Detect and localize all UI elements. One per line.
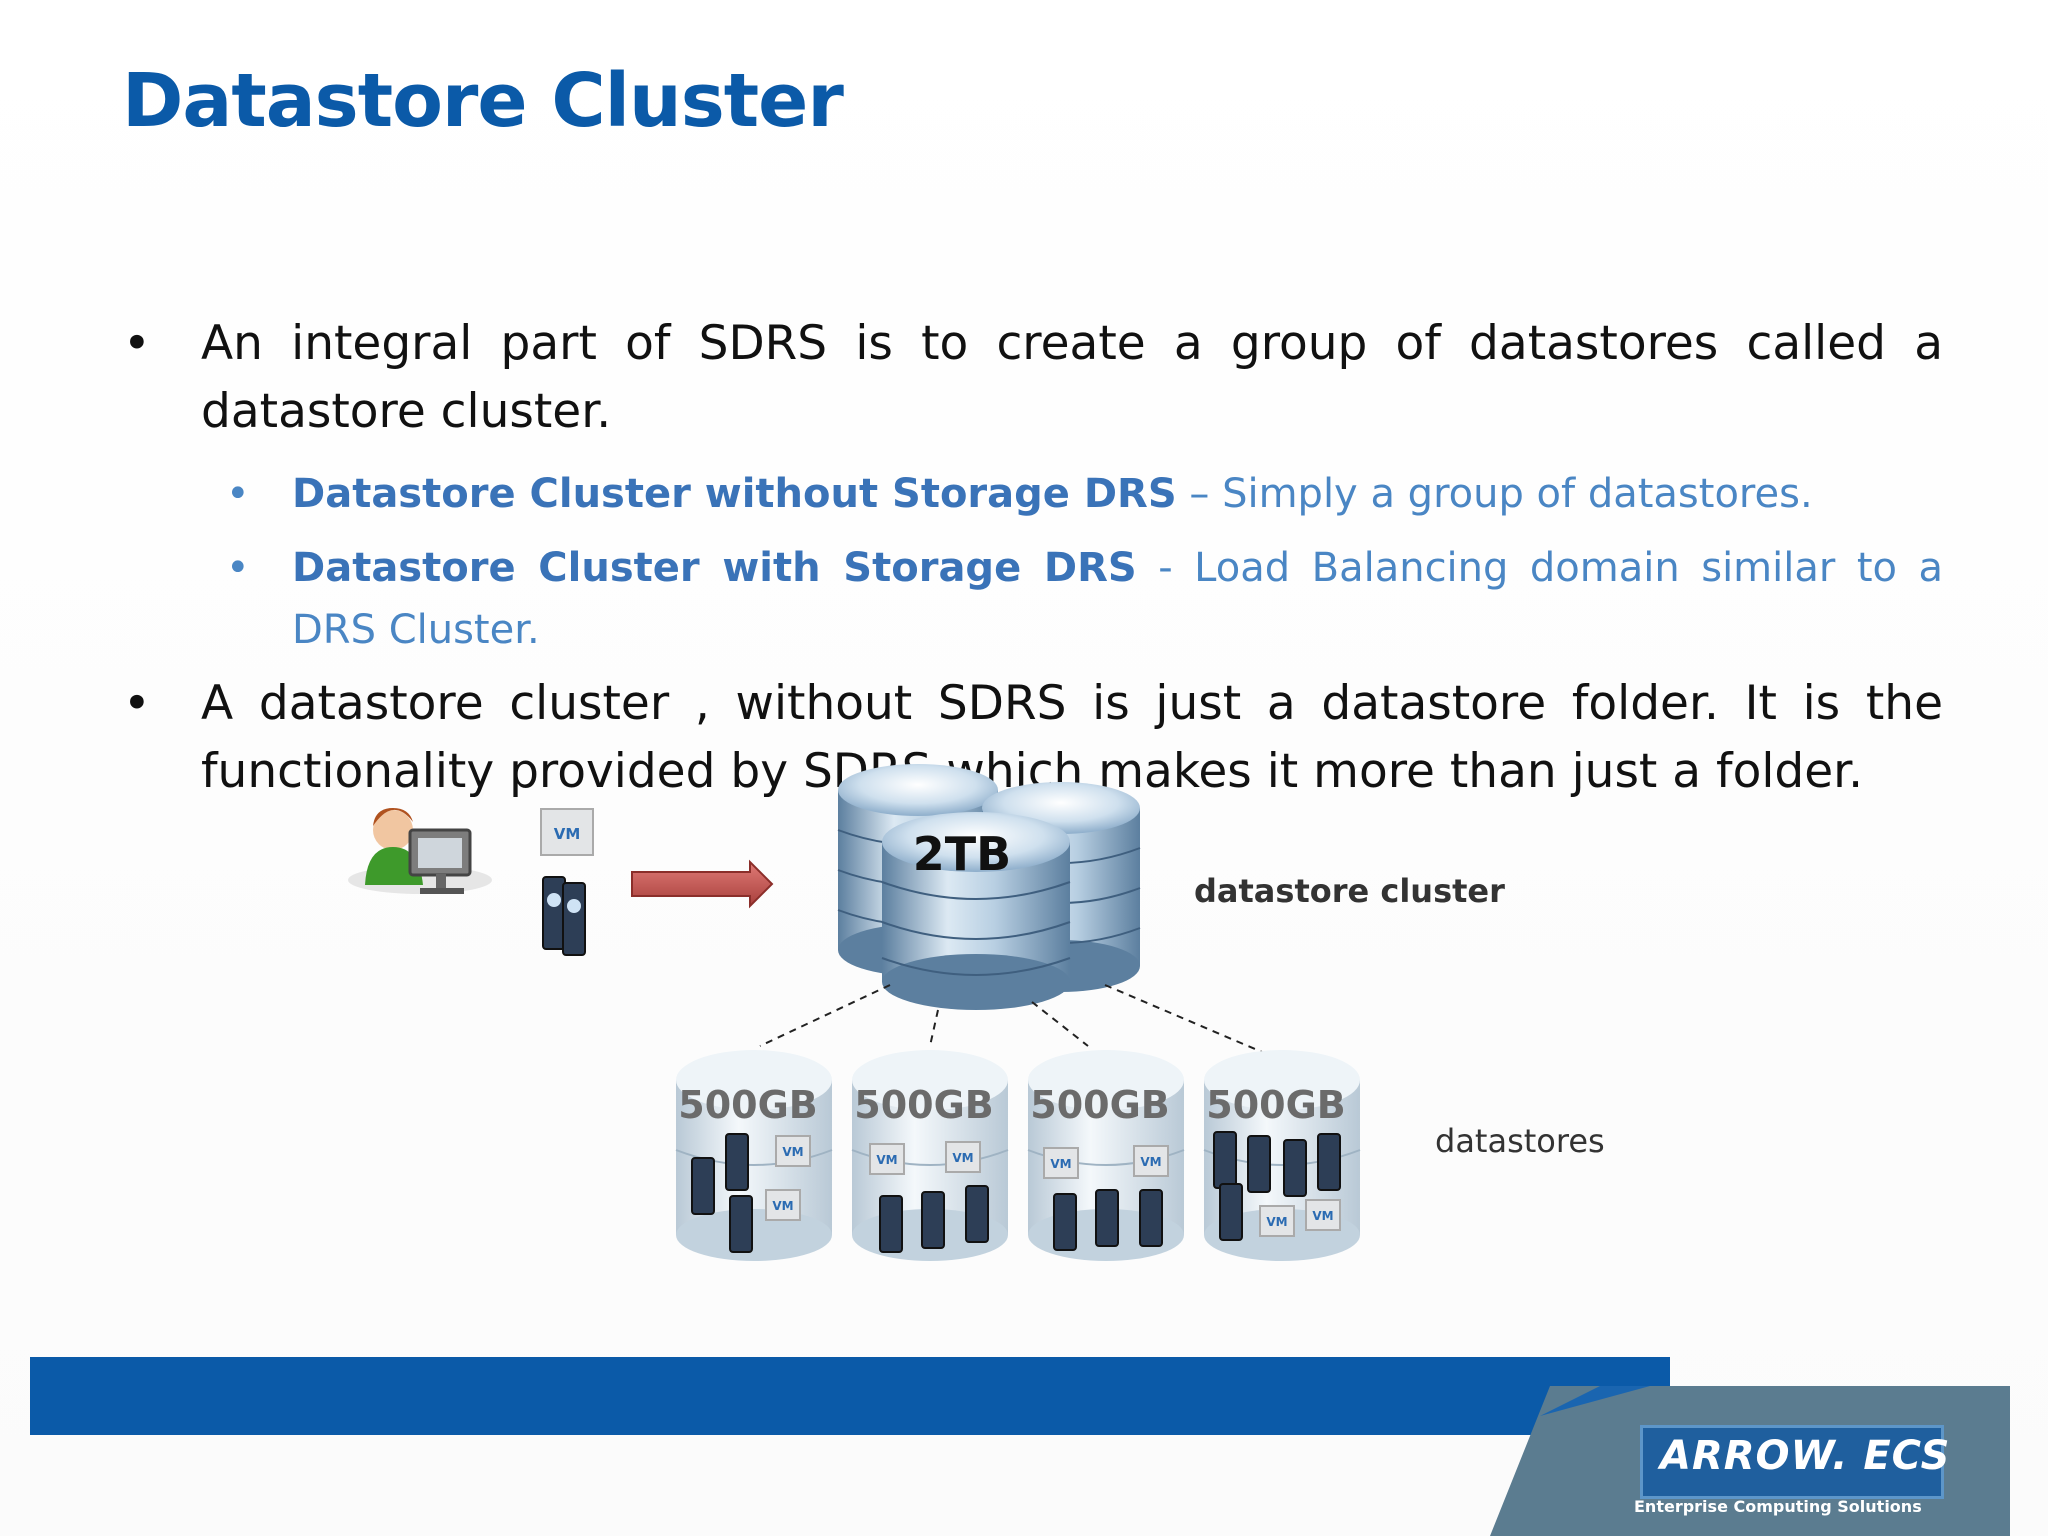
- sub-bullet-text: - Load Balancing domain similar to a DRS…: [292, 545, 1943, 653]
- bullet-marker: •: [226, 545, 250, 591]
- datastore-size-label: 500GB: [1206, 1083, 1345, 1127]
- vm-label: VM: [1050, 1157, 1071, 1171]
- logo-text: ARROW. ECS: [1660, 1433, 1951, 1479]
- company-logo: [1640, 1425, 1944, 1499]
- bullet-marker: •: [123, 676, 151, 731]
- datastores-label: datastores: [1435, 1122, 1605, 1160]
- vm-label: VM: [554, 825, 581, 843]
- vm-label: VM: [782, 1145, 803, 1159]
- footer-bar: [30, 1357, 1670, 1435]
- vm-label: VM: [772, 1199, 793, 1213]
- datastore-size-label: 500GB: [1030, 1083, 1169, 1127]
- vm-label: VM: [952, 1151, 973, 1165]
- vm-icon: VM: [540, 808, 594, 856]
- bullet-marker: •: [226, 471, 250, 517]
- vm-icons: VM VM VM VM VM VM VM VM: [765, 1135, 1341, 1237]
- bullet-marker: •: [123, 316, 151, 371]
- bullet-text: A datastore cluster , without SDRS is ju…: [201, 676, 1943, 799]
- datastore-size-label: 500GB: [854, 1083, 993, 1127]
- cluster-disk-icon: 2TB: [837, 764, 1141, 1010]
- vm-label: VM: [1312, 1209, 1333, 1223]
- server-icon: [542, 876, 586, 956]
- sub-bullet-text: – Simply a group of datastores.: [1176, 471, 1813, 517]
- vm-label: VM: [1140, 1155, 1161, 1169]
- bullet-text: An integral part of SDRS is to create a …: [201, 316, 1943, 439]
- slide-title: Datastore Cluster: [122, 58, 844, 144]
- sub-bullet-bold: Datastore Cluster without Storage DRS: [292, 471, 1177, 517]
- vm-label: VM: [1266, 1215, 1287, 1229]
- datastore-size-label: 500GB: [678, 1083, 817, 1127]
- user-computer-icon: [348, 808, 492, 894]
- connector-lines: [759, 984, 1263, 1053]
- cluster-size-label: 2TB: [913, 827, 1011, 881]
- server-icons: [691, 1131, 1341, 1253]
- sub-bullet-bold: Datastore Cluster with Storage DRS: [292, 545, 1137, 591]
- right-arrow-icon: [631, 859, 774, 909]
- cluster-label: datastore cluster: [1194, 872, 1505, 910]
- vm-label: VM: [876, 1153, 897, 1167]
- logo-subtitle: Enterprise Computing Solutions: [1634, 1497, 1922, 1516]
